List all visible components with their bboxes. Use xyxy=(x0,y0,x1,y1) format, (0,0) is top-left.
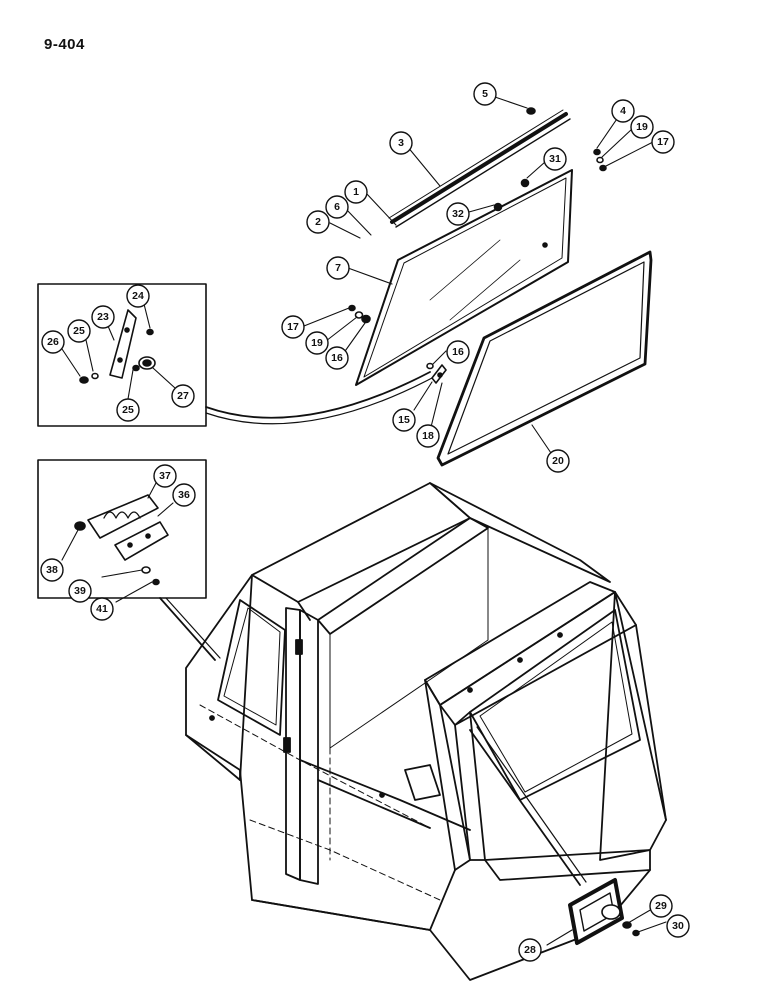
callout-18: 18 xyxy=(416,424,440,448)
svg-text:2: 2 xyxy=(315,216,321,228)
latch-15-18 xyxy=(431,364,447,384)
callout-32: 32 xyxy=(446,202,470,226)
svg-text:19: 19 xyxy=(311,337,323,349)
svg-text:17: 17 xyxy=(287,321,299,333)
callout-39: 39 xyxy=(68,579,92,603)
link-line-detail1 xyxy=(205,371,433,425)
svg-text:41: 41 xyxy=(96,603,108,615)
callout-31: 31 xyxy=(543,147,567,171)
svg-text:3: 3 xyxy=(398,137,404,149)
svg-text:27: 27 xyxy=(177,390,189,402)
detail-box-latch xyxy=(37,459,207,599)
svg-text:39: 39 xyxy=(74,585,86,597)
callout-16: 16 xyxy=(325,346,349,370)
svg-text:38: 38 xyxy=(46,564,58,576)
callout-29: 29 xyxy=(649,894,673,918)
link-line-lamp xyxy=(469,726,587,886)
callout-7: 7 xyxy=(326,256,350,280)
callout-36: 36 xyxy=(172,483,196,507)
svg-text:6: 6 xyxy=(334,201,340,213)
callout-38: 38 xyxy=(40,558,64,582)
callout-37: 37 xyxy=(153,464,177,488)
svg-text:30: 30 xyxy=(672,920,684,932)
callout-5: 5 xyxy=(473,82,497,106)
detail-box-pivot xyxy=(37,283,207,427)
page-title: 9-404 xyxy=(44,36,85,53)
svg-text:16: 16 xyxy=(452,346,464,358)
svg-text:23: 23 xyxy=(97,311,109,323)
fastener-screw-4-group xyxy=(593,148,607,172)
svg-text:31: 31 xyxy=(549,153,561,165)
callout-17: 17 xyxy=(651,130,675,154)
callout-group: 5 4 19 17 3 31 1 6 2 32 7 17 19 16 16 15… xyxy=(40,82,690,962)
svg-text:32: 32 xyxy=(452,208,464,220)
svg-text:24: 24 xyxy=(132,290,144,302)
washers-16-17-19 xyxy=(348,304,434,370)
callout-16-b: 16 xyxy=(446,340,470,364)
callout-23: 23 xyxy=(91,305,115,329)
callout-2: 2 xyxy=(306,210,330,234)
callout-19: 19 xyxy=(630,115,654,139)
callout-20: 20 xyxy=(546,449,570,473)
callout-41: 41 xyxy=(90,597,114,621)
svg-text:1: 1 xyxy=(353,186,359,198)
callout-30: 30 xyxy=(666,914,690,938)
svg-text:15: 15 xyxy=(398,414,410,426)
lamp-housing-part xyxy=(568,878,640,945)
svg-text:16: 16 xyxy=(331,352,343,364)
callout-27: 27 xyxy=(171,384,195,408)
callout-24: 24 xyxy=(126,284,150,308)
svg-text:29: 29 xyxy=(655,900,667,912)
glass-panel-part xyxy=(355,169,573,386)
svg-text:28: 28 xyxy=(524,944,536,956)
leader-lines xyxy=(59,95,667,946)
cab-frame-part xyxy=(185,482,667,981)
svg-text:36: 36 xyxy=(178,489,190,501)
svg-text:26: 26 xyxy=(47,336,59,348)
svg-text:7: 7 xyxy=(335,262,341,274)
callout-6: 6 xyxy=(325,195,349,219)
callout-19-b: 19 xyxy=(305,331,329,355)
svg-text:19: 19 xyxy=(636,121,648,133)
svg-text:25: 25 xyxy=(122,404,134,416)
svg-text:25: 25 xyxy=(73,325,85,337)
callout-17-b: 17 xyxy=(281,315,305,339)
svg-text:17: 17 xyxy=(657,136,669,148)
rubber-seal-part xyxy=(436,250,653,467)
svg-text:4: 4 xyxy=(620,105,626,117)
callout-25-b: 25 xyxy=(116,398,140,422)
svg-text:5: 5 xyxy=(482,88,488,100)
callout-15: 15 xyxy=(392,408,416,432)
callout-1: 1 xyxy=(344,180,368,204)
svg-text:20: 20 xyxy=(552,455,564,467)
link-line-detail2 xyxy=(159,597,221,661)
callout-28: 28 xyxy=(518,938,542,962)
fastener-nut-5 xyxy=(526,107,536,115)
callout-26: 26 xyxy=(41,330,65,354)
svg-text:18: 18 xyxy=(422,430,434,442)
svg-text:37: 37 xyxy=(159,470,171,482)
callout-25: 25 xyxy=(67,319,91,343)
seal-strip-part xyxy=(388,109,571,228)
callout-3: 3 xyxy=(389,131,413,155)
callout-4: 4 xyxy=(611,99,635,123)
